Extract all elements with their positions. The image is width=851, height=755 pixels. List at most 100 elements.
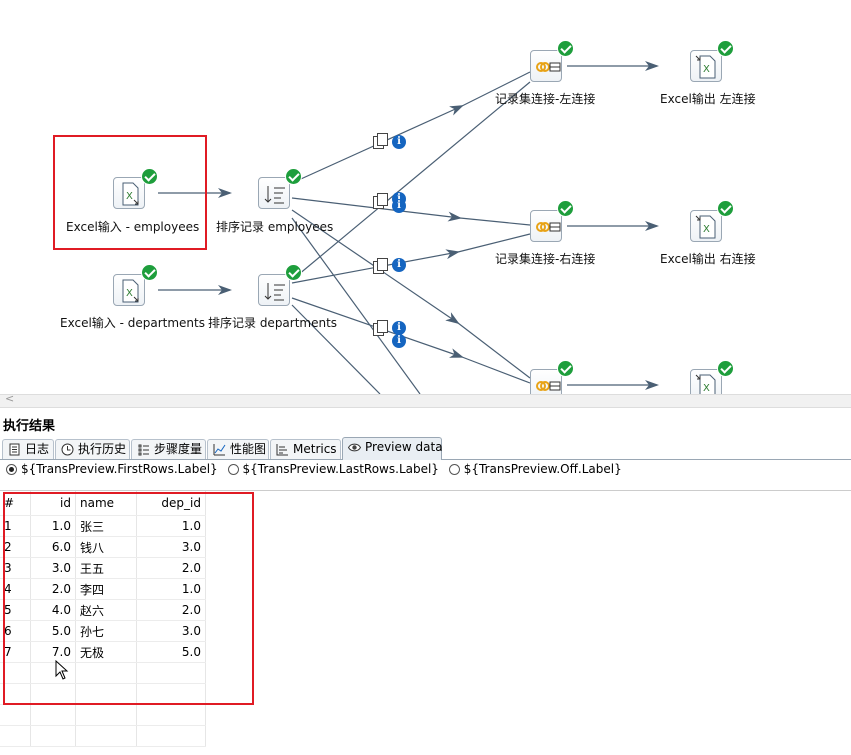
step-excel-output-left[interactable]: X (690, 50, 722, 82)
hop-line[interactable] (291, 304, 381, 394)
svg-text:X: X (703, 64, 710, 75)
name-cell[interactable]: 张三 (75, 515, 137, 537)
column-header-dep-id[interactable]: dep_id (136, 491, 206, 516)
hop-copy-icon[interactable] (373, 258, 397, 276)
hop-line[interactable] (291, 81, 531, 281)
hop-line[interactable] (291, 217, 421, 394)
name-cell[interactable]: 无极 (75, 641, 137, 663)
transformation-canvas[interactable]: i i i i i i X Excel输入 - employees X Exce… (0, 0, 851, 394)
dep-id-cell[interactable]: 2.0 (136, 557, 206, 579)
id-cell[interactable]: 7.0 (30, 641, 76, 663)
step-join-right[interactable] (530, 210, 562, 242)
tab-label: 性能图 (230, 442, 267, 456)
dep-id-cell[interactable]: 5.0 (136, 641, 206, 663)
column-header-name[interactable]: name (75, 491, 137, 516)
dep-id-cell[interactable]: 1.0 (136, 515, 206, 537)
step-sort-employees[interactable] (258, 177, 290, 209)
info-icon[interactable]: i (392, 135, 406, 149)
id-cell[interactable]: 3.0 (30, 557, 76, 579)
id-cell[interactable]: 1.0 (30, 515, 76, 537)
tab-label: Preview data (365, 440, 443, 454)
name-cell[interactable]: 李四 (75, 578, 137, 600)
hop-copy-icon[interactable] (373, 193, 397, 211)
radio-last-rows[interactable]: ${TransPreview.LastRows.Label} (227, 462, 439, 476)
row-number-cell: 6 (0, 620, 31, 642)
row-number-cell: 7 (0, 641, 31, 663)
tab-step-metrics[interactable]: 步骤度量 (131, 439, 206, 459)
excel-output-icon: X (695, 374, 716, 394)
radio-first-rows[interactable]: ${TransPreview.FirstRows.Label} (6, 462, 218, 476)
sort-icon (264, 283, 285, 301)
radio-label: ${TransPreview.Off.Label} (463, 462, 622, 476)
name-cell[interactable]: 王五 (75, 557, 137, 579)
name-cell[interactable]: 钱八 (75, 536, 137, 558)
success-check-icon (141, 168, 158, 185)
tab-label: 步骤度量 (154, 442, 203, 456)
dep-id-cell[interactable]: 1.0 (136, 578, 206, 600)
radio-off[interactable]: ${TransPreview.Off.Label} (448, 462, 622, 476)
step-excel-input-departments[interactable]: X (113, 274, 145, 306)
step-join-full[interactable] (530, 369, 562, 394)
success-check-icon (557, 40, 574, 57)
dep-id-cell[interactable]: 3.0 (136, 536, 206, 558)
tab-performance-chart[interactable]: 性能图 (207, 439, 269, 459)
dep-id-cell[interactable]: 2.0 (136, 599, 206, 621)
step-sort-departments[interactable] (258, 274, 290, 306)
info-icon[interactable]: i (392, 258, 406, 272)
tab-metrics[interactable]: Metrics (270, 439, 341, 459)
tab-preview-data[interactable]: Preview data (342, 437, 443, 460)
scroll-left-icon[interactable]: < (5, 392, 15, 405)
name-cell[interactable]: 赵六 (75, 599, 137, 621)
canvas-horizontal-scrollbar[interactable]: < (0, 392, 851, 408)
id-cell[interactable]: 5.0 (30, 620, 76, 642)
metrics-icon (276, 444, 288, 456)
id-cell[interactable]: 2.0 (30, 578, 76, 600)
step-excel-output-full[interactable]: X (690, 369, 722, 394)
radio-label: ${TransPreview.FirstRows.Label} (21, 462, 218, 476)
row-number-cell: 1 (0, 515, 31, 537)
eye-icon (348, 443, 361, 452)
merge-join-icon (536, 381, 561, 391)
column-header-row-number[interactable]: # (0, 491, 31, 516)
step-label: 排序记录 employees (216, 220, 334, 234)
step-label: 排序记录 departments (208, 316, 338, 330)
hop-copy-icon[interactable] (373, 133, 397, 151)
selection-box (53, 135, 207, 250)
excel-file-icon: X (122, 182, 139, 206)
dep-id-cell[interactable]: 3.0 (136, 620, 206, 642)
svg-text:X: X (126, 288, 133, 299)
mouse-cursor-icon (55, 660, 69, 680)
empty-row (0, 704, 206, 726)
radio-button[interactable] (6, 464, 17, 475)
name-cell[interactable]: 孙七 (75, 620, 137, 642)
sort-icon (264, 186, 285, 204)
tab-history[interactable]: 执行历史 (55, 439, 130, 459)
radio-button[interactable] (448, 464, 460, 475)
info-icon[interactable]: i (392, 199, 406, 213)
radio-button[interactable] (227, 464, 239, 475)
hop-copy-icon[interactable] (373, 320, 397, 338)
id-cell[interactable]: 6.0 (30, 536, 76, 558)
selection-box (3, 492, 254, 705)
step-label: Excel输出 右连接 (660, 252, 756, 266)
radio-label: ${TransPreview.LastRows.Label} (242, 462, 439, 476)
id-cell[interactable]: 4.0 (30, 599, 76, 621)
step-excel-input-employees[interactable]: X (113, 177, 145, 209)
info-icon[interactable]: i (392, 321, 406, 335)
success-check-icon (717, 360, 734, 377)
info-icon[interactable]: i (392, 334, 406, 348)
step-join-left[interactable] (530, 50, 562, 82)
column-header-id[interactable]: id (30, 491, 76, 516)
tab-log[interactable]: 日志 (2, 439, 54, 459)
step-excel-output-right[interactable]: X (690, 210, 722, 242)
performance-chart-icon (213, 444, 226, 456)
